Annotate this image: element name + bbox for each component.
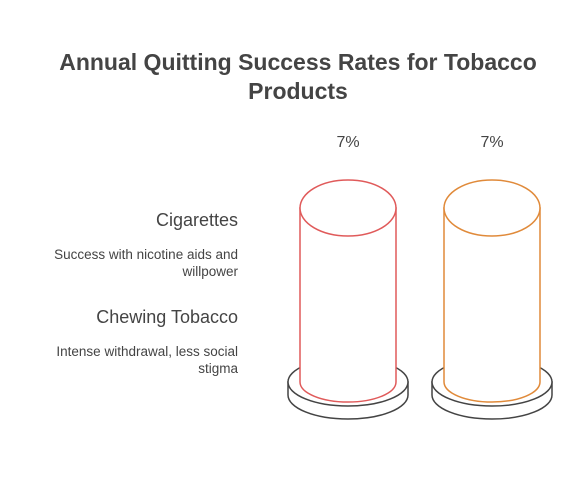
value-label-cigarettes: 7% bbox=[336, 134, 360, 151]
category-label-cigarettes: Cigarettes bbox=[155, 210, 238, 230]
category-description-cigarettes: Success with nicotine aids and willpower bbox=[54, 247, 238, 279]
category-label-chewing-tobacco: Chewing Tobacco bbox=[96, 307, 238, 327]
chart-title: Annual Quitting Success Rates for Tobacc… bbox=[20, 48, 576, 106]
value-label-chewing-tobacco: 7% bbox=[480, 134, 504, 151]
cylinder-top bbox=[443, 179, 541, 237]
chart-title-text: Annual Quitting Success Rates for Tobacc… bbox=[59, 49, 537, 104]
cylinder-body bbox=[299, 207, 397, 403]
cylinder-top bbox=[299, 179, 397, 237]
cylinder-cigarettes bbox=[287, 179, 409, 420]
category-description-chewing-tobacco: Intense withdrawal, less social stigma bbox=[56, 344, 238, 376]
cylinder-body bbox=[443, 207, 541, 403]
cylinder-chewing-tobacco bbox=[431, 179, 553, 420]
